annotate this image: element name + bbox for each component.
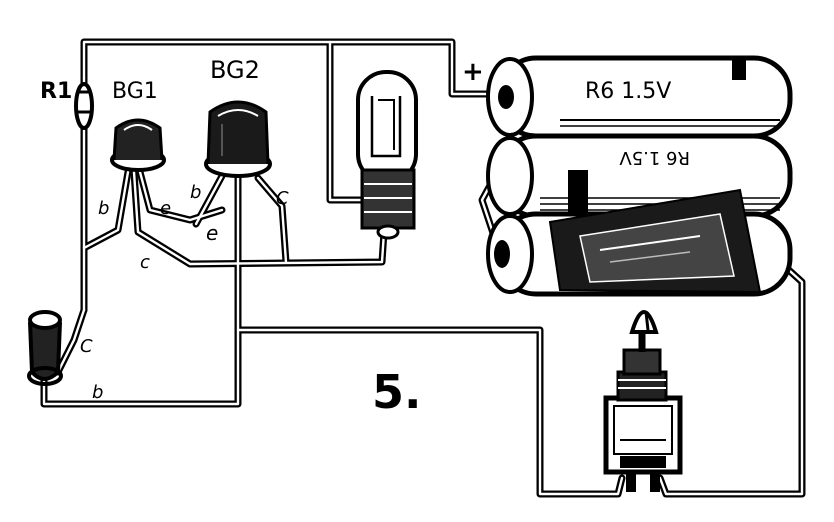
label-bg2: BG2 (210, 56, 260, 84)
pin-label-bg1-e: e (160, 198, 171, 219)
wire-core (256, 176, 288, 264)
toggle-switch (603, 310, 683, 492)
label-battery-middle: R6 1.5V (619, 147, 690, 168)
wire-core (236, 328, 624, 496)
wire-core (138, 170, 224, 222)
labels: R1 BG1 BG2 + R6 1.5V R6 1.5V b e c b e C… (40, 56, 690, 419)
label-battery-plus: + (462, 57, 484, 87)
wire-core (658, 260, 804, 496)
figure-number: 5. (372, 365, 421, 419)
wire-core (194, 174, 224, 226)
pin-label-bg1-c: c (140, 252, 150, 273)
transistor-bg2 (204, 100, 272, 178)
transistor-bg1 (110, 118, 166, 172)
wire-core (132, 170, 386, 266)
pin-label-cap-c: C (80, 336, 93, 357)
pin-label-cap-b: b (92, 382, 103, 403)
light-bulb (356, 70, 418, 240)
pin-label-bg2-e: e (206, 221, 218, 245)
capacitor (27, 310, 63, 386)
battery-cell-bottom (486, 170, 793, 297)
wire-core (42, 176, 240, 406)
label-bg1: BG1 (112, 79, 158, 104)
pin-label-bg2-b: b (190, 182, 201, 203)
pin-label-bg2-c: C (276, 188, 289, 209)
label-battery-top: R6 1.5V (585, 79, 671, 104)
battery-cell-top (486, 55, 793, 139)
wire (234, 326, 626, 498)
resistor-r1 (74, 82, 94, 130)
label-r1: R1 (40, 79, 72, 104)
pin-label-bg1-b: b (98, 198, 109, 219)
wire-core (328, 40, 492, 96)
wire-core (82, 170, 130, 250)
battery-pack (486, 55, 793, 297)
wire-core (56, 308, 86, 374)
